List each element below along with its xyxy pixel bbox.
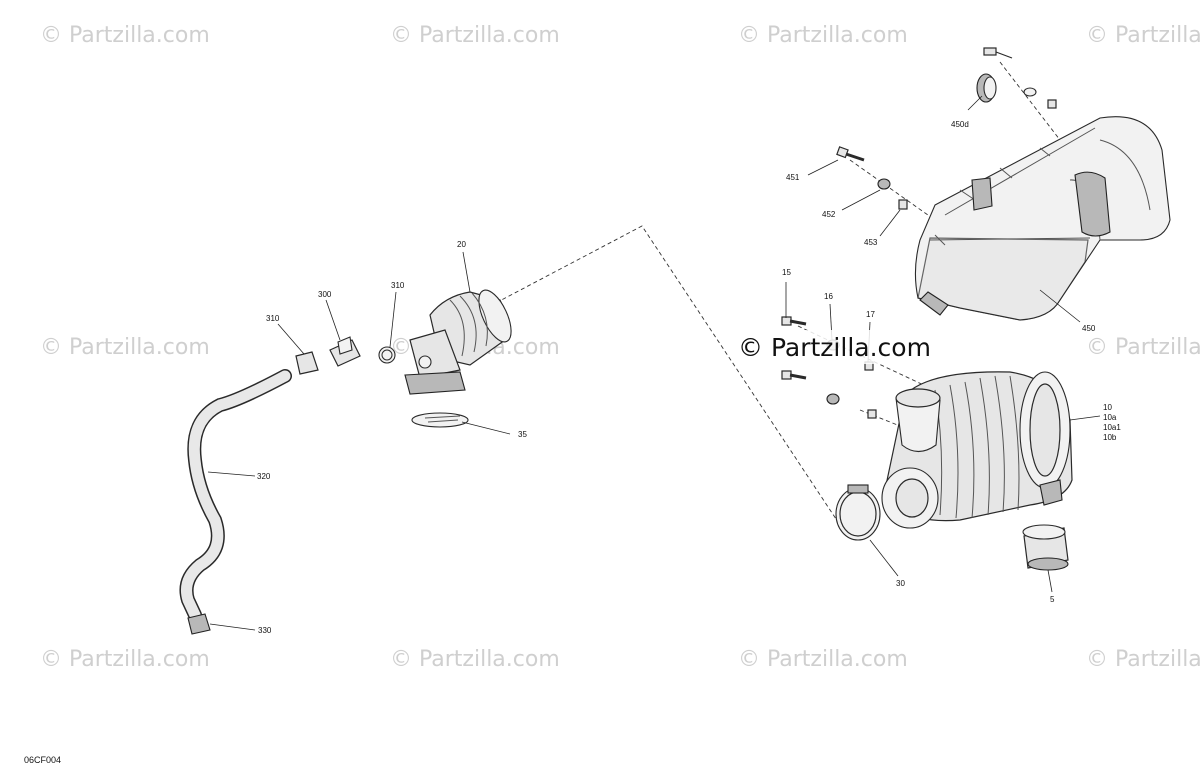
watermark: © Partzilla.com [1086, 23, 1200, 48]
clamp-30-part [835, 484, 881, 541]
callout-10a1: 10a1 [1103, 423, 1121, 432]
callout-10a: 10a [1103, 413, 1117, 422]
watermark: © Partzilla.com [390, 23, 560, 48]
air-filter-housing-part [881, 371, 1073, 529]
gasket-35-part [411, 412, 469, 428]
watermark: © Partzilla.com [738, 23, 908, 48]
center-watermark: © Partzilla.com [738, 333, 931, 362]
nuts-17 [864, 361, 877, 419]
airbox-cover-part [914, 116, 1171, 321]
callouts: 450d 451 452 453 450 15 16 17 10 10a 10a… [257, 120, 1121, 635]
callout-10b: 10b [1103, 433, 1117, 442]
coupler-5-part [1022, 524, 1069, 571]
callout-453: 453 [864, 238, 878, 247]
callout-450d: 450d [951, 120, 969, 129]
center-watermark-backdrop [736, 330, 922, 364]
callout-310-left: 310 [266, 314, 280, 323]
callout-10: 10 [1103, 403, 1112, 412]
callout-30: 30 [896, 579, 905, 588]
callout-450: 450 [1082, 324, 1096, 333]
intake-tube-part [404, 289, 512, 395]
washer-452 [877, 178, 891, 190]
assembly-dashed-line [489, 225, 843, 529]
watermark: © Partzilla.com [1086, 335, 1200, 360]
nut-453 [898, 199, 908, 210]
clamp-310-right [378, 346, 396, 364]
clamp-330-part [187, 613, 211, 635]
clamp-310-left [295, 351, 319, 375]
callout-320: 320 [257, 472, 271, 481]
assembly-dashed-line-cover [797, 61, 1061, 441]
callout-20: 20 [457, 240, 466, 249]
watermark: © Partzilla.com [738, 647, 908, 672]
callout-35: 35 [518, 430, 527, 439]
callout-330: 330 [258, 626, 272, 635]
callout-310-right: 310 [391, 281, 405, 290]
watermark: © Partzilla.com [1086, 647, 1200, 672]
watermark: © Partzilla.com [390, 647, 560, 672]
cover-hardware [983, 47, 1057, 109]
watermark: © Partzilla.com [40, 23, 210, 48]
callout-451: 451 [786, 173, 800, 182]
callout-5: 5 [1050, 595, 1055, 604]
bolt-451 [836, 146, 865, 162]
watermark-grid: © Partzilla.com © Partzilla.com © Partzi… [40, 23, 1200, 672]
watermark: © Partzilla.com [40, 647, 210, 672]
cover-cap-part [976, 73, 997, 103]
bolts-15 [781, 316, 807, 380]
callout-15: 15 [782, 268, 791, 277]
vent-hose-fill [181, 370, 291, 621]
callout-16: 16 [824, 292, 833, 301]
fitting-300-part [329, 336, 361, 367]
watermark: © Partzilla.com [40, 335, 210, 360]
callout-17: 17 [866, 310, 875, 319]
figure-code: 06CF004 [24, 755, 61, 765]
callout-452: 452 [822, 210, 836, 219]
callout-300: 300 [318, 290, 332, 299]
